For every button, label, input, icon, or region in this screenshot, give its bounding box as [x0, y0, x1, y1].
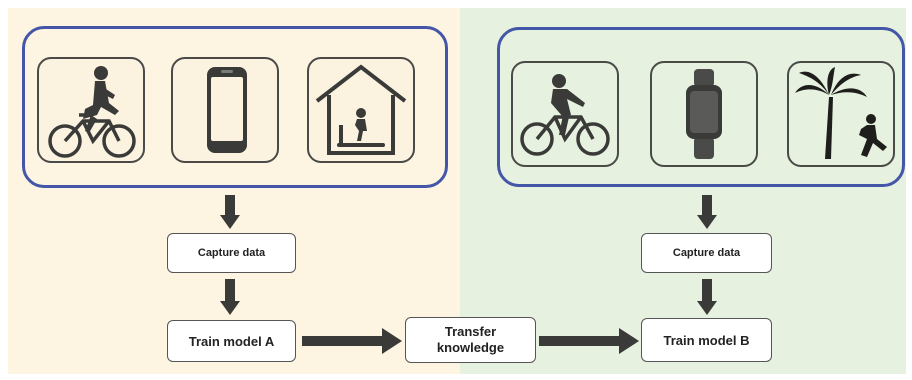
- down-arrow-right-1: [697, 195, 717, 229]
- cyclist-tile: [511, 61, 619, 167]
- transfer-arrow-in: [302, 328, 402, 354]
- transfer-arrow-out: [539, 328, 639, 354]
- capture-data-box-b: Capture data: [641, 233, 772, 273]
- train-model-a-label: Train model A: [188, 333, 275, 349]
- transfer-knowledge-box: Transfer knowledge: [405, 317, 536, 363]
- smartwatch-tile: [650, 61, 758, 167]
- source-devices-group: [22, 26, 448, 188]
- capture-data-label-a: Capture data: [197, 247, 266, 259]
- train-model-a-box: Train model A: [167, 320, 296, 362]
- bicycle-rider-tile: [37, 57, 145, 163]
- palm-runner-tile: [787, 61, 895, 167]
- treadmill-house-icon: [315, 64, 407, 155]
- down-arrow-left-1: [220, 195, 240, 229]
- smartphone-tile: [171, 57, 279, 163]
- capture-data-label-b: Capture data: [672, 247, 741, 259]
- down-arrow-right-2: [697, 279, 717, 315]
- train-model-b-box: Train model B: [641, 318, 772, 362]
- treadmill-house-tile: [307, 57, 415, 163]
- smartwatch-icon: [686, 69, 722, 159]
- target-devices-group: [497, 27, 905, 187]
- transfer-knowledge-label: Transfer knowledge: [436, 324, 505, 355]
- cyclist-icon: [520, 74, 610, 156]
- bicycle-rider-icon: [48, 66, 136, 158]
- smartphone-icon: [207, 67, 247, 153]
- train-model-b-label: Train model B: [663, 332, 750, 348]
- palm-runner-icon: [795, 67, 887, 159]
- down-arrow-left-2: [220, 279, 240, 315]
- capture-data-box-a: Capture data: [167, 233, 296, 273]
